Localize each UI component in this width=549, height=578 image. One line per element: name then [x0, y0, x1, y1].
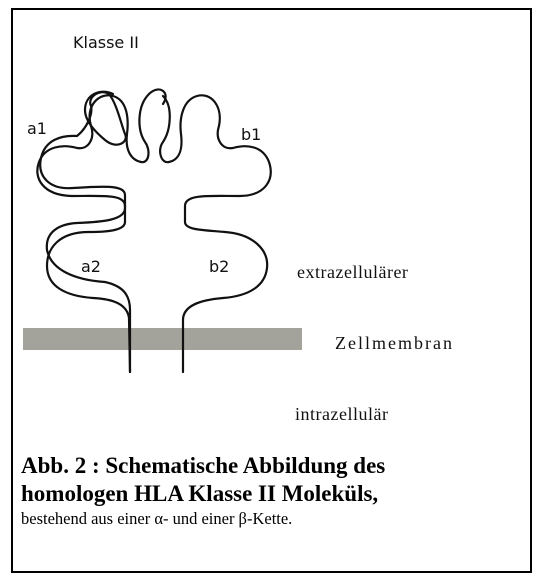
label-a2: a2: [81, 257, 101, 276]
label-a1: a1: [27, 119, 47, 138]
caption-line-1: Abb. 2 : Schematische Abbildung des: [21, 452, 526, 480]
label-extracellular: extrazellulärer: [297, 262, 408, 282]
label-cell-membrane: Zellmembran: [335, 333, 454, 353]
diagram-title: Klasse II: [73, 33, 139, 52]
caption-line-2: homologen HLA Klasse II Moleküls,: [21, 480, 526, 508]
label-b1: b1: [241, 125, 261, 144]
a1-domain-outline: [37, 89, 165, 215]
b1-domain-outline: [160, 95, 271, 215]
figure-caption: Abb. 2 : Schematische Abbildung des homo…: [21, 452, 526, 530]
label-b2: b2: [209, 257, 229, 276]
cell-membrane-band: [23, 328, 302, 350]
label-intracellular: intrazellulär: [295, 404, 388, 424]
caption-line-3: bestehend aus einer α- und einer β-Kette…: [21, 508, 526, 530]
figure-frame: Klasse II a1 b1 a2 b2 extrazellulärer Ze…: [11, 8, 532, 573]
hla-class-ii-diagram: Klasse II a1 b1 a2 b2 extrazellulärer Ze…: [13, 10, 534, 430]
